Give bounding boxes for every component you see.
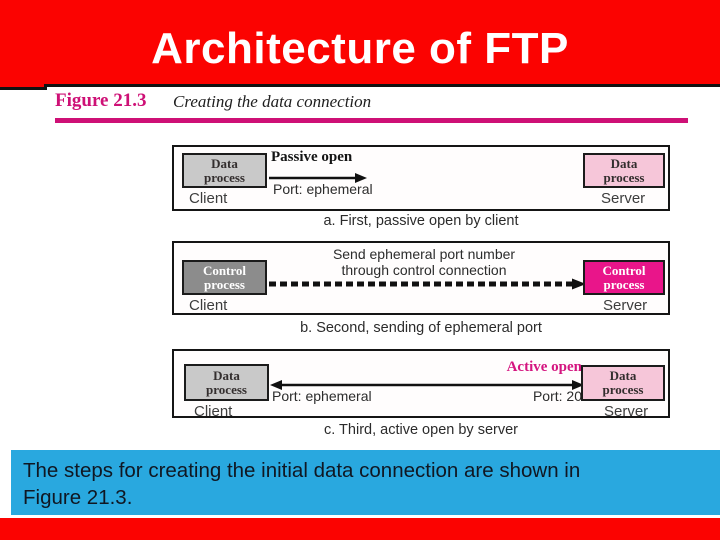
server-label: Server bbox=[603, 297, 648, 314]
control-connection-message: Send ephemeral port number through contr… bbox=[293, 246, 555, 278]
client-label: Client bbox=[189, 190, 228, 207]
port-ephemeral-label: Port: ephemeral bbox=[273, 181, 373, 197]
box-label-line: Data bbox=[609, 368, 637, 383]
panel-b-caption: b. Second, sending of ephemeral port bbox=[300, 320, 542, 336]
panel-c-active-open: Data process Client Active open Port: ep… bbox=[172, 349, 670, 420]
server-label: Server bbox=[604, 403, 649, 420]
client-label: Client bbox=[194, 403, 233, 420]
client-control-process-box: Control process bbox=[182, 260, 267, 295]
server-control-process-box: Control process bbox=[583, 260, 665, 295]
server-data-process-box: Data process bbox=[581, 365, 665, 401]
box-label-line: process bbox=[206, 381, 247, 397]
box-label-line: Control bbox=[602, 262, 646, 278]
bottom-red-bar bbox=[0, 518, 720, 540]
note-line: Figure 21.3. bbox=[23, 486, 133, 509]
box-label-line: process bbox=[603, 276, 645, 292]
passive-open-label: Passive open bbox=[271, 149, 353, 165]
message-line: through control connection bbox=[341, 262, 507, 278]
box-label-line: process bbox=[602, 382, 644, 397]
figure-title: Creating the data connection bbox=[173, 92, 372, 111]
active-open-label: Active open bbox=[506, 359, 582, 375]
figure-number-label: Figure 21.3 bbox=[55, 90, 147, 111]
box-label-line: process bbox=[603, 169, 645, 185]
box-label-line: process bbox=[204, 169, 245, 185]
box-label-line: Control bbox=[202, 262, 247, 278]
slide-title: Architecture of FTP bbox=[151, 24, 569, 73]
panel-a-caption: a. First, passive open by client bbox=[323, 213, 519, 229]
server-data-process-box: Data process bbox=[583, 153, 665, 188]
message-line: Send ephemeral port number bbox=[332, 246, 516, 262]
client-data-process-box: Data process bbox=[182, 153, 267, 188]
passive-open-arrow-icon bbox=[269, 173, 367, 183]
panel-c-caption: c. Third, active open by server bbox=[324, 422, 518, 438]
server-label: Server bbox=[601, 190, 646, 207]
client-label: Client bbox=[189, 297, 228, 314]
header-banner: Architecture of FTP bbox=[0, 0, 720, 87]
box-label-line: Data bbox=[610, 155, 638, 171]
panel-b-send-port: Send ephemeral port number through contr… bbox=[172, 241, 670, 315]
note-line: The steps for creating the initial data … bbox=[23, 459, 581, 482]
header-banner-left-stub bbox=[0, 84, 47, 90]
box-label-line: Data bbox=[213, 367, 240, 383]
client-data-process-box: Data process bbox=[184, 364, 269, 401]
dashed-control-arrow-icon bbox=[269, 278, 586, 290]
box-label-line: process bbox=[204, 276, 245, 292]
box-label-line: Data bbox=[211, 155, 238, 171]
port-20-label: Port: 20 bbox=[532, 388, 582, 404]
panel-a-passive-open: Data process Client Passive open Port: e… bbox=[172, 145, 670, 211]
figure-divider-rule bbox=[55, 118, 688, 123]
port-ephemeral-label: Port: ephemeral bbox=[272, 388, 372, 404]
slide-note: The steps for creating the initial data … bbox=[11, 450, 720, 515]
active-open-arrow-icon bbox=[270, 380, 584, 390]
